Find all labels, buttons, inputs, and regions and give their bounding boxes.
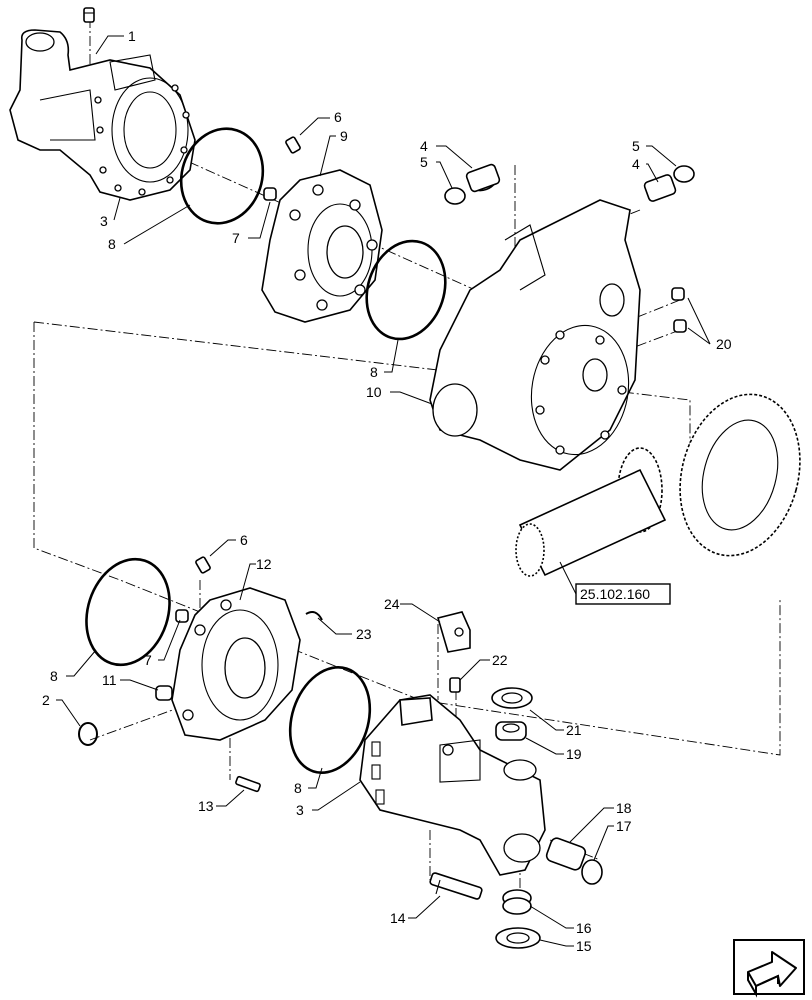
callout-24: 24 bbox=[384, 596, 400, 612]
callout-1: 1 bbox=[128, 28, 136, 44]
seal-part-5a bbox=[444, 187, 466, 205]
callout-6-upper: 6 bbox=[334, 109, 342, 125]
bearing-cup-part-21 bbox=[491, 687, 533, 709]
callout-15: 15 bbox=[576, 938, 592, 954]
callout-8-lower-left: 8 bbox=[50, 668, 58, 684]
callout-3-upper: 3 bbox=[100, 213, 108, 229]
reference-label[interactable]: 25.102.160 bbox=[580, 586, 650, 602]
callout-7-upper: 7 bbox=[232, 230, 240, 246]
reference-link[interactable]: 25.102.160 bbox=[575, 583, 671, 605]
bearing-carrier-part-12 bbox=[171, 587, 301, 741]
bracket-part-24 bbox=[436, 611, 471, 653]
washer-part-15 bbox=[495, 927, 541, 949]
bushing-part-4a bbox=[465, 163, 501, 193]
callout-5-right: 5 bbox=[632, 138, 640, 154]
seal-part-17 bbox=[581, 859, 603, 885]
bearing-part-16 bbox=[502, 889, 532, 915]
bolt-part-14 bbox=[429, 872, 483, 900]
grease-nipple-part-6a bbox=[285, 136, 301, 154]
circlip-part-23 bbox=[305, 611, 323, 621]
callout-20: 20 bbox=[716, 336, 732, 352]
callout-19: 19 bbox=[566, 746, 582, 762]
callout-8-lower-middle: 8 bbox=[294, 780, 302, 796]
axle-housing-part-10 bbox=[429, 199, 641, 471]
swivel-housing-upper bbox=[9, 29, 196, 201]
callout-8-upper-left: 8 bbox=[108, 236, 116, 252]
callout-21: 21 bbox=[566, 722, 582, 738]
callout-13: 13 bbox=[198, 798, 214, 814]
bolt-part-22 bbox=[449, 677, 461, 693]
ring-gear-assembly bbox=[515, 393, 801, 577]
callout-5-left: 5 bbox=[420, 154, 428, 170]
callout-17: 17 bbox=[616, 818, 632, 834]
swivel-housing-lower bbox=[359, 694, 546, 876]
o-ring-part-2 bbox=[78, 722, 98, 746]
bushing-part-4b bbox=[643, 174, 677, 202]
reference-box[interactable] bbox=[575, 583, 671, 605]
bearing-cone-part-19 bbox=[495, 721, 527, 741]
callout-23: 23 bbox=[356, 626, 372, 642]
callout-16: 16 bbox=[576, 920, 592, 936]
callout-4-right: 4 bbox=[632, 156, 640, 172]
callout-6-lower: 6 bbox=[240, 532, 248, 548]
o-ring-part-8a bbox=[179, 127, 265, 225]
next-page-arrow-icon[interactable] bbox=[733, 939, 805, 998]
callout-22: 22 bbox=[492, 652, 508, 668]
plugs-part-20 bbox=[671, 287, 687, 333]
callout-3-lower: 3 bbox=[296, 802, 304, 818]
plug-part-7a bbox=[263, 187, 277, 201]
seal-part-5b bbox=[673, 165, 695, 183]
bolt-part-1 bbox=[83, 7, 95, 23]
callout-8-upper-middle: 8 bbox=[370, 364, 378, 380]
grease-nipple-part-6b bbox=[195, 556, 211, 574]
callout-10: 10 bbox=[366, 384, 382, 400]
plug-part-7b bbox=[175, 609, 189, 623]
callout-18: 18 bbox=[616, 800, 632, 816]
o-ring-part-8c bbox=[85, 557, 171, 667]
o-ring-part-8d bbox=[288, 666, 372, 774]
callout-9: 9 bbox=[340, 128, 348, 144]
bolt-part-13 bbox=[235, 775, 261, 793]
plug-part-11 bbox=[155, 685, 173, 701]
o-ring-part-8b bbox=[365, 239, 447, 341]
callout-11: 11 bbox=[102, 672, 117, 688]
leader-lines bbox=[56, 35, 711, 947]
callout-4-left: 4 bbox=[420, 138, 428, 154]
callout-12: 12 bbox=[256, 556, 272, 572]
callout-numbers: 1 3 8 6 9 7 4 5 5 4 8 10 20 6 12 23 24 8… bbox=[42, 28, 732, 954]
callout-2: 2 bbox=[42, 692, 50, 708]
bearing-carrier-part-9 bbox=[261, 169, 383, 323]
bushing-part-18 bbox=[545, 837, 587, 871]
callout-7-lower: 7 bbox=[144, 652, 152, 668]
callout-14: 14 bbox=[390, 910, 406, 926]
